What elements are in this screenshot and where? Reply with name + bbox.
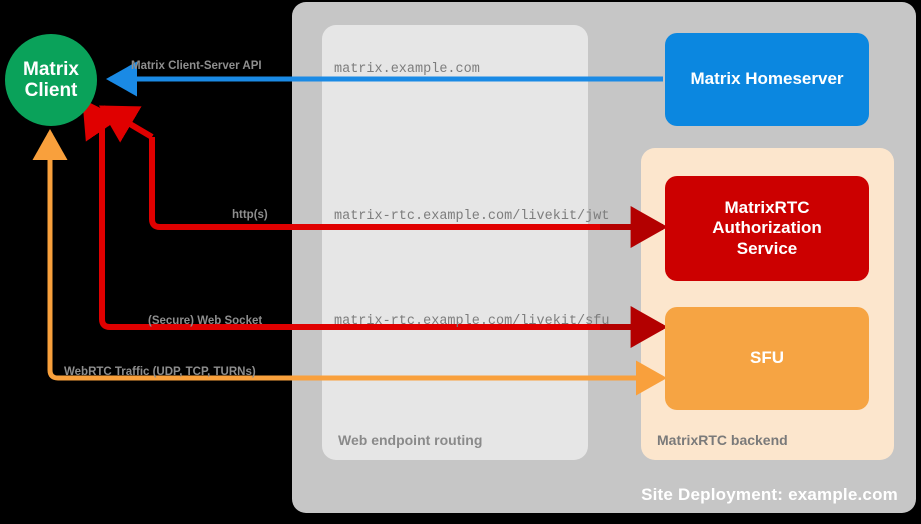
web-endpoint-routing-panel: Web endpoint routing xyxy=(322,25,588,460)
auth-service-label-line3: Service xyxy=(736,238,798,258)
matrix-homeserver-label: Matrix Homeserver xyxy=(690,69,844,89)
matrix-client-label-line2: Client xyxy=(24,80,78,101)
sfu-label: SFU xyxy=(750,348,784,368)
flow-label-matrix-cs-api: Matrix Client-Server API xyxy=(131,60,262,72)
web-endpoint-routing-label: Web endpoint routing xyxy=(338,432,483,448)
node-matrixrtc-authorization-service[interactable]: MatrixRTC Authorization Service xyxy=(665,176,869,281)
auth-service-label-line1: MatrixRTC xyxy=(724,198,810,218)
endpoint-url-livekit-sfu: matrix-rtc.example.com/livekit/sfu xyxy=(334,314,610,329)
matrix-client-label-line1: Matrix xyxy=(23,58,79,80)
endpoint-url-livekit-jwt: matrix-rtc.example.com/livekit/jwt xyxy=(334,209,610,224)
node-matrix-client[interactable]: Matrix Client xyxy=(5,34,97,126)
flow-label-webrtc-traffic: WebRTC Traffic (UDP, TCP, TURNs) xyxy=(64,366,256,378)
flow-label-web-socket: (Secure) Web Socket xyxy=(148,315,263,327)
wire-http-s-arrowhead xyxy=(98,105,154,143)
node-sfu[interactable]: SFU xyxy=(665,307,869,410)
auth-service-label-line2: Authorization xyxy=(712,218,822,238)
node-matrix-homeserver[interactable]: Matrix Homeserver xyxy=(665,33,869,126)
endpoint-url-matrix: matrix.example.com xyxy=(334,62,480,77)
site-deployment-label: Site Deployment: example.com xyxy=(641,485,898,504)
flow-label-http-s: http(s) xyxy=(232,209,268,221)
matrixrtc-backend-label: MatrixRTC backend xyxy=(657,432,788,448)
